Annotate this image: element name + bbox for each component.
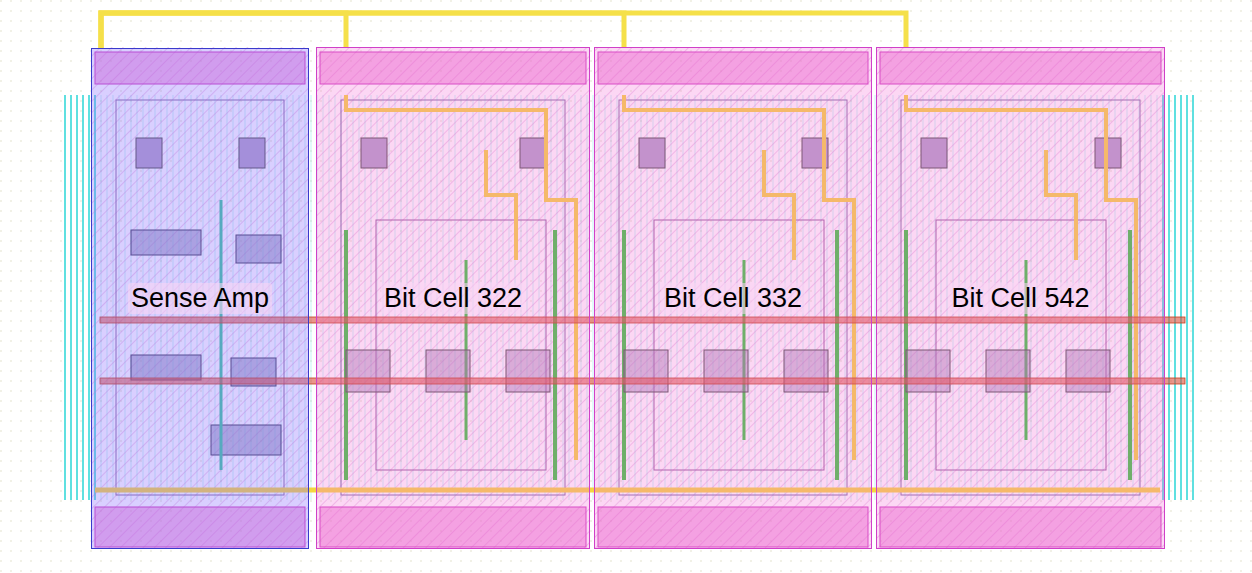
- metal-line: [70, 95, 72, 500]
- metal-wire: [101, 13, 624, 48]
- metal-line: [1168, 95, 1170, 500]
- metal-wire: [101, 13, 346, 48]
- diffusion-hatch: [594, 47, 872, 549]
- metal-line: [1192, 95, 1194, 500]
- cell-label: Bit Cell 322: [381, 283, 525, 314]
- sense-amp-box: Sense Amp: [91, 48, 309, 549]
- cell-label: Bit Cell 542: [948, 283, 1092, 314]
- cell-label: Bit Cell 332: [661, 283, 805, 314]
- cell-label: Sense Amp: [128, 283, 272, 314]
- cell-art: [594, 47, 872, 549]
- metal-line: [1186, 95, 1188, 500]
- metal-line: [82, 95, 84, 500]
- diffusion-hatch: [91, 47, 309, 549]
- cell-art: [876, 47, 1165, 549]
- bit-cell-box: Bit Cell 542: [876, 47, 1165, 549]
- cell-art: [91, 47, 309, 549]
- metal-line: [88, 95, 90, 500]
- diffusion-hatch: [876, 47, 1165, 549]
- metal-line: [311, 95, 312, 500]
- bit-cell-box: Bit Cell 322: [316, 47, 590, 549]
- cell-art: [316, 47, 590, 549]
- metal-line: [76, 95, 78, 500]
- diffusion-hatch: [316, 47, 590, 549]
- bit-cell-box: Bit Cell 332: [594, 47, 872, 549]
- metal-wire: [101, 13, 906, 48]
- metal-line: [64, 95, 66, 500]
- metal-line: [1180, 95, 1182, 500]
- metal-line: [1174, 95, 1176, 500]
